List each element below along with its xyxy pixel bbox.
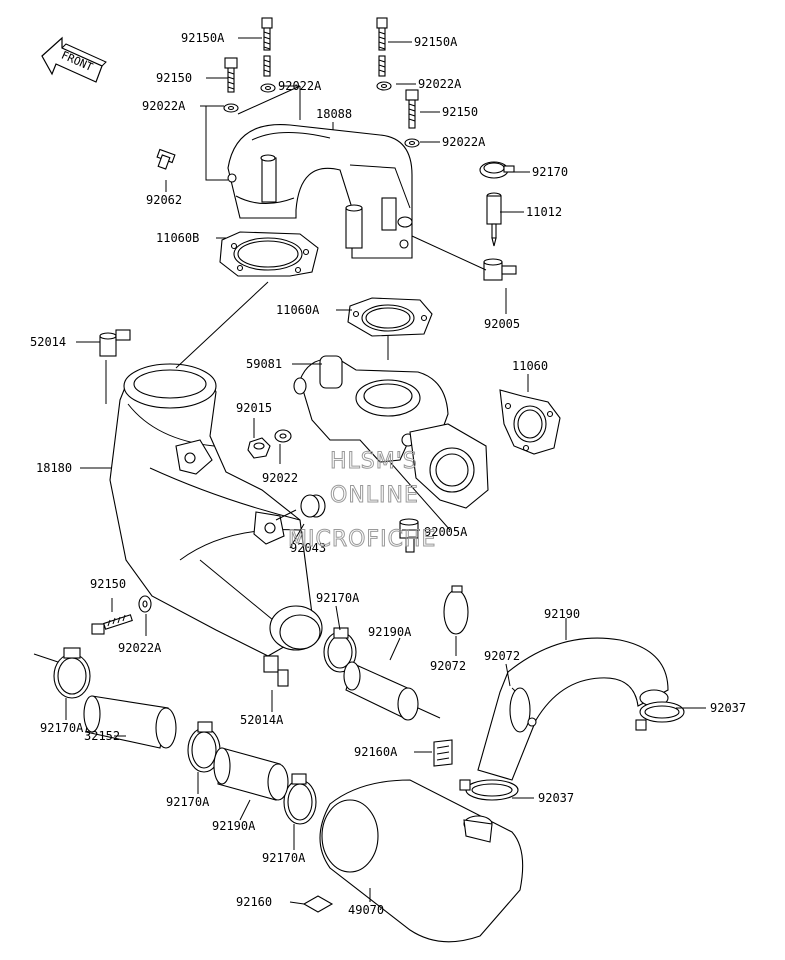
label-92022A-right2: 92022A (442, 135, 486, 149)
bolt-92150A-right (376, 17, 388, 77)
exhaust-manifold-18088 (227, 123, 413, 259)
label-92170A-3: 92170A (166, 795, 210, 809)
leader-lines (33, 37, 706, 905)
label-92022A-right1: 92022A (418, 77, 462, 91)
clamp-92170A-2 (53, 647, 91, 699)
label-92170A-1: 92170A (316, 591, 360, 605)
screwdriver-11012 (486, 192, 502, 247)
label-92005: 92005 (484, 317, 520, 331)
bolt-92150-left (224, 57, 238, 93)
label-92037-2: 92037 (538, 791, 574, 805)
gasket-11060 (499, 389, 561, 455)
band-92072-1 (443, 585, 469, 635)
clamp-92170A-1 (323, 627, 357, 673)
watermark-line-2: ONLINE (330, 483, 419, 508)
clamp-92170 (479, 161, 515, 179)
label-52014A: 52014A (240, 713, 284, 727)
clamp-92170A-3 (187, 721, 221, 773)
label-92190A-2: 92190A (212, 819, 256, 833)
nut-92015 (247, 437, 271, 459)
label-11060A: 11060A (276, 303, 320, 317)
pad-92160A (433, 739, 453, 767)
collar-92043 (300, 494, 326, 518)
label-92043: 92043 (290, 541, 326, 555)
label-52014: 52014 (30, 335, 66, 349)
label-92160A: 92160A (354, 745, 398, 759)
front-direction-arrow: FRONT (41, 36, 107, 83)
clamp-92170A-4 (283, 773, 317, 825)
label-92037-1: 92037 (710, 701, 746, 715)
washer-92022A-set (223, 81, 420, 148)
clamp-92037-1 (635, 701, 685, 731)
part-number-labels: 92150A 92150A 92150 92022A 92022A 92022A… (30, 31, 746, 917)
muffler-49070 (319, 779, 524, 943)
label-92170A-2: 92170A (40, 721, 84, 735)
label-92072-2: 92072 (484, 649, 520, 663)
label-92190: 92190 (544, 607, 580, 621)
bolt-92150-lower (91, 614, 133, 635)
label-92170A-4: 92170A (262, 851, 306, 865)
watermark-line-1: HLSM'S (330, 449, 418, 474)
label-92170: 92170 (532, 165, 568, 179)
washer-92022A-lower (138, 595, 152, 613)
label-92190A-1: 92190A (368, 625, 412, 639)
label-49070: 49070 (348, 903, 384, 917)
bolt-92150-right (405, 89, 419, 129)
label-11012: 11012 (526, 205, 562, 219)
label-92150-lower: 92150 (90, 577, 126, 591)
label-92150-left: 92150 (156, 71, 192, 85)
label-92022A-mid: 92022A (278, 79, 322, 93)
label-92022: 92022 (262, 471, 298, 485)
label-92062: 92062 (146, 193, 182, 207)
watermark-line-3: MICROFICHE (288, 527, 436, 552)
washer-92022 (274, 429, 292, 443)
hose-92190A-2 (213, 747, 289, 801)
fitting-92005 (483, 258, 517, 281)
watermark: HLSM'S ONLINE MICROFICHE (288, 449, 436, 553)
band-92072-2 (509, 687, 537, 733)
label-92150A-right: 92150A (414, 35, 458, 49)
label-18088: 18088 (316, 107, 352, 121)
label-92072-1: 92072 (430, 659, 466, 673)
hose-32152 (83, 695, 177, 749)
bolt-92150A-top (261, 17, 273, 77)
pad-92160 (302, 895, 334, 913)
label-92150A-top: 92150A (181, 31, 225, 45)
label-92022A-lower: 92022A (118, 641, 162, 655)
label-11060B: 11060B (156, 231, 199, 245)
elbow-fitting-52014 (99, 329, 131, 357)
label-18180: 18180 (36, 461, 72, 475)
label-92160: 92160 (236, 895, 272, 909)
label-92015: 92015 (236, 401, 272, 415)
gasket-11060A (347, 297, 433, 337)
gasket-11060B (219, 231, 319, 277)
stud-92062 (156, 148, 176, 170)
exhaust-manifold-59081 (293, 355, 489, 509)
label-59081: 59081 (246, 357, 282, 371)
label-92022A-left: 92022A (142, 99, 186, 113)
label-92150-right: 92150 (442, 105, 478, 119)
clamp-92037-2 (459, 779, 519, 801)
label-32152: 32152 (84, 729, 120, 743)
label-92005A: 92005A (424, 525, 468, 539)
label-11060: 11060 (512, 359, 548, 373)
expansion-chamber-18180 (109, 363, 323, 687)
hose-92190A-1 (343, 661, 419, 721)
